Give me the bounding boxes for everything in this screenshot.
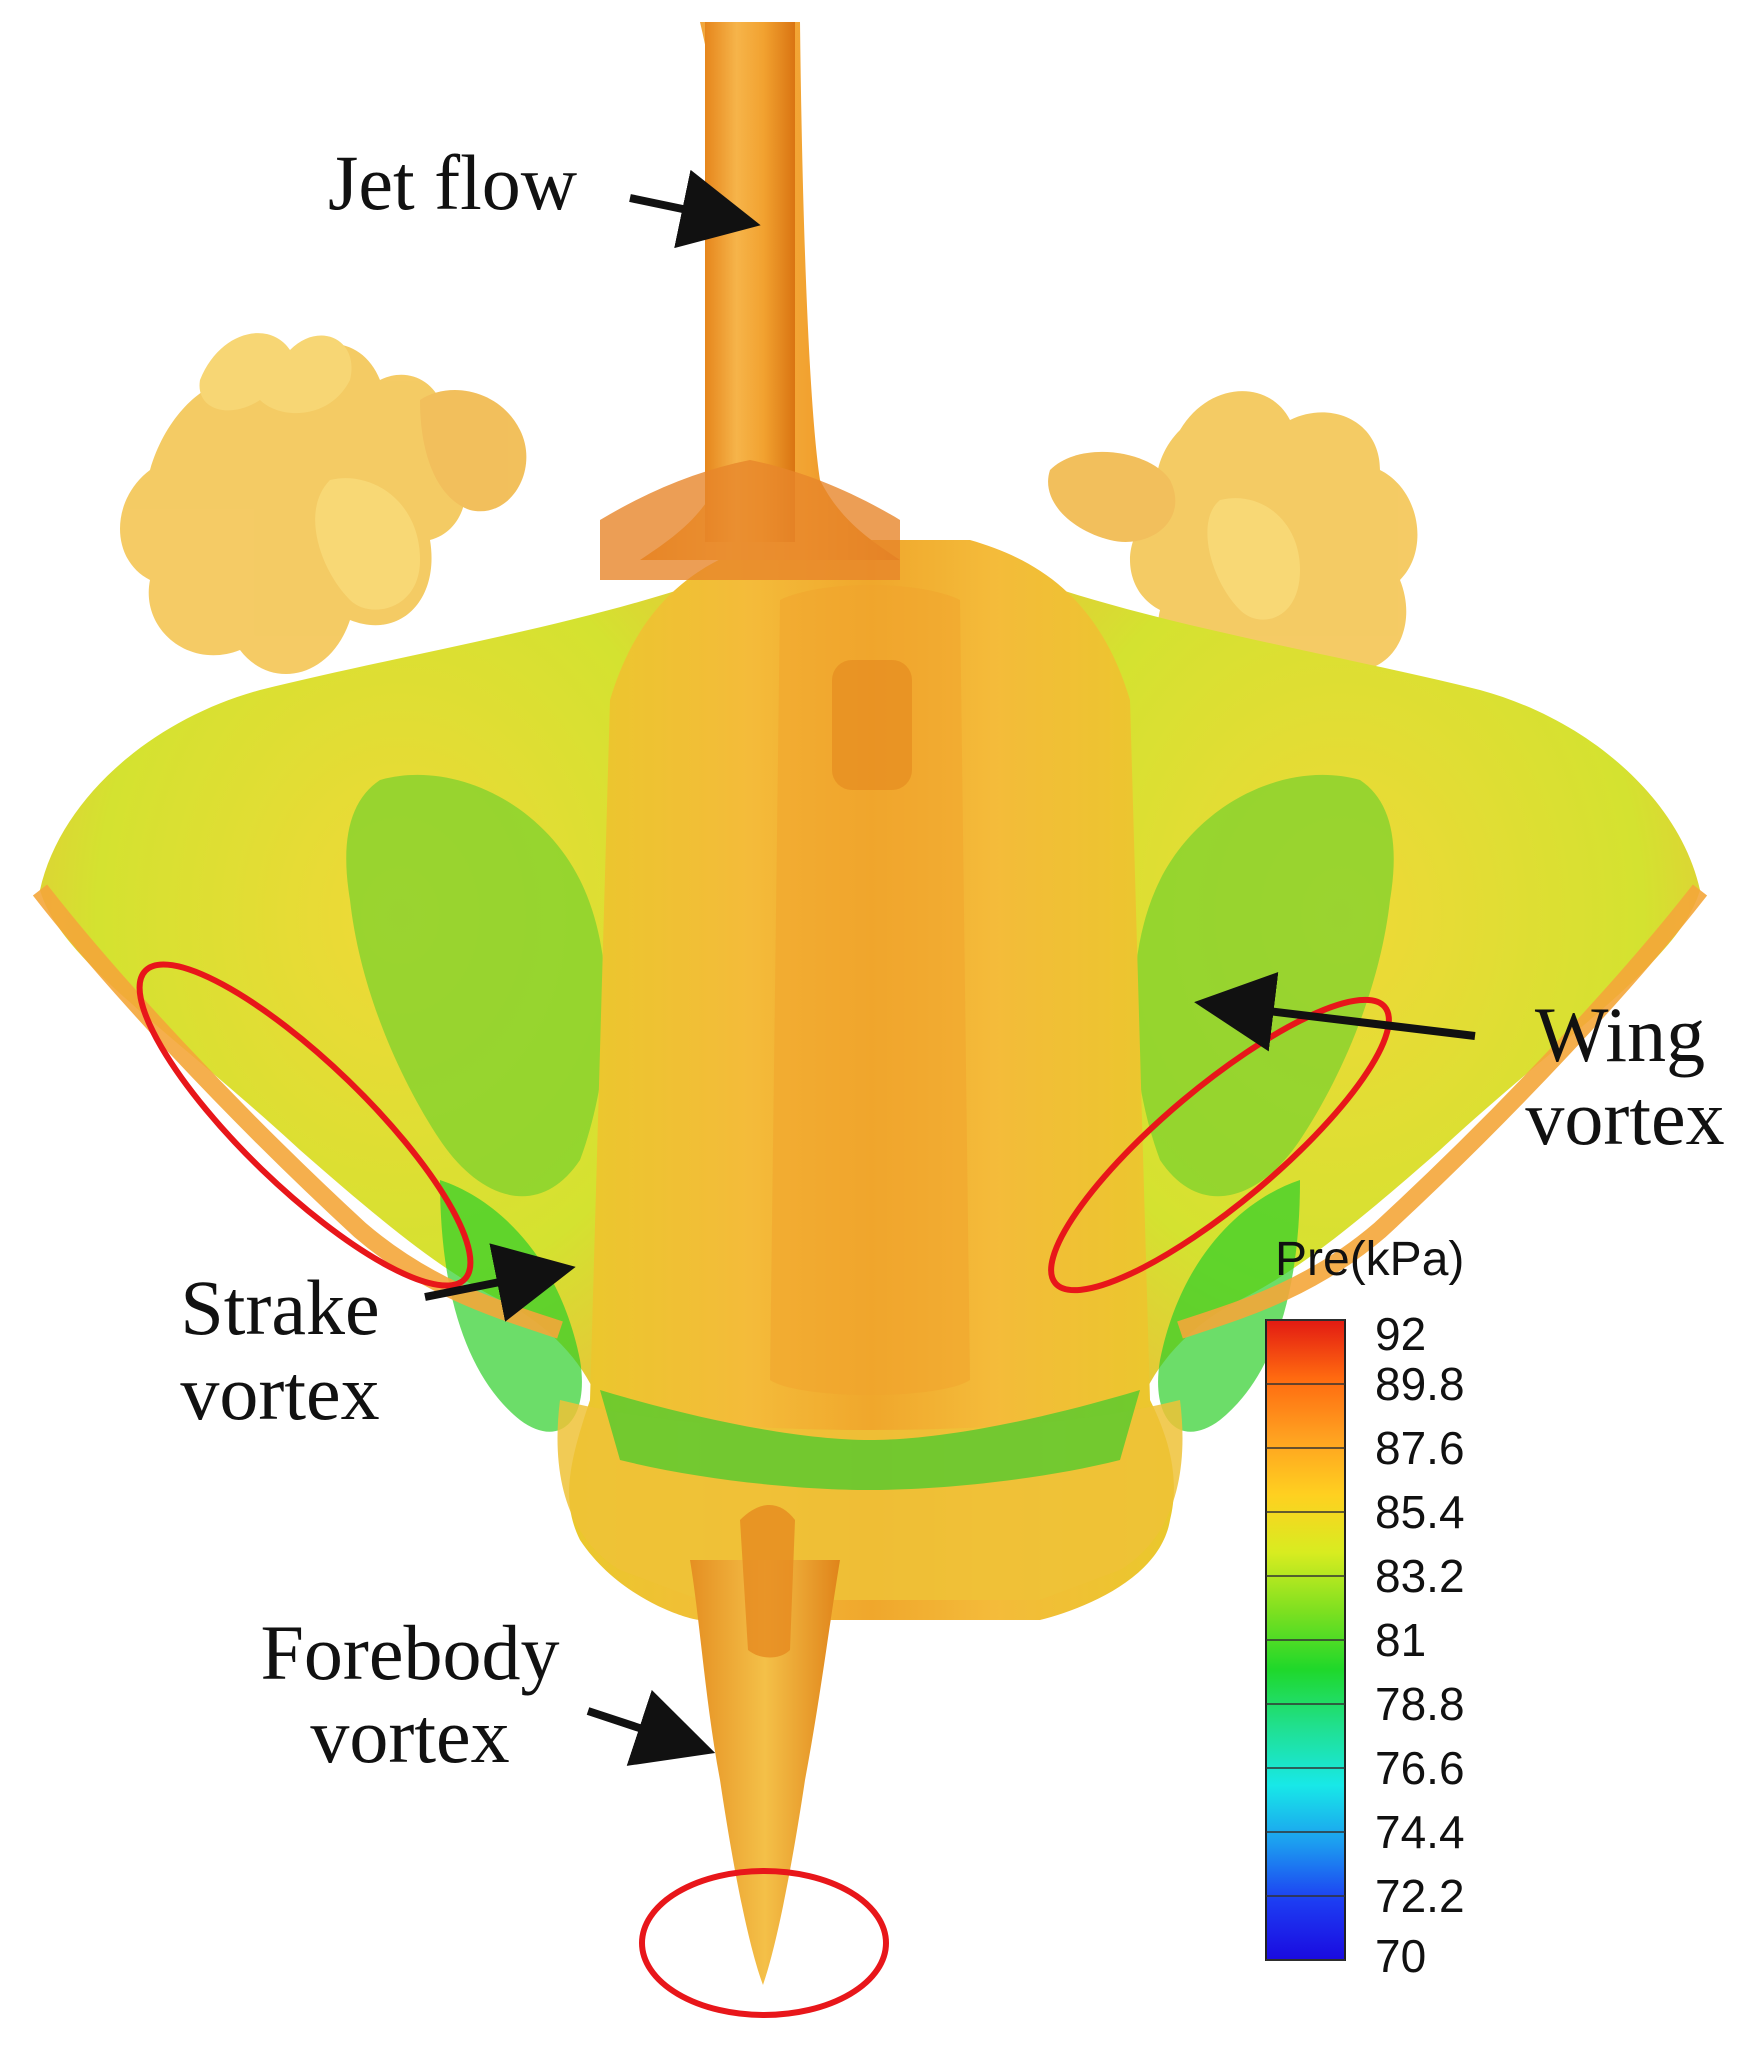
jet-nozzle-base [600, 460, 900, 580]
legend-tick-label: 92 [1375, 1308, 1427, 1360]
aircraft-render [32, 22, 1708, 2018]
forebody-nose [690, 1560, 840, 1985]
forebody-vortex-label: Forebody [260, 1609, 560, 1696]
strake-vortex-label-line2: vortex [180, 1349, 380, 1436]
spine-detail [832, 660, 912, 790]
left-strake-highlight-ellipse [136, 961, 474, 1289]
legend-tick-label: 70 [1375, 1930, 1427, 1982]
legend-tick-label: 83.2 [1375, 1550, 1465, 1602]
legend-tick-label: 78.8 [1375, 1678, 1465, 1730]
jet-flow-arrow [629, 169, 761, 249]
jet-flow-core [705, 22, 795, 542]
right-wing-highlight-ellipse [1048, 996, 1392, 1294]
fuselage-spine [770, 585, 970, 1395]
forebody-cockpit [740, 1505, 795, 1658]
forebody-vortex-arrow [586, 1689, 716, 1766]
annotation-arrows [424, 169, 1476, 1766]
left-leading-edge [32, 884, 563, 1339]
legend-tick-lines [1266, 1319, 1345, 1961]
forebody-vortex-label-line2: vortex [310, 1692, 510, 1779]
wing-vortex-arrow [1194, 971, 1476, 1052]
legend-tick-label: 89.8 [1375, 1358, 1465, 1410]
legend-tick-label: 76.6 [1375, 1742, 1465, 1794]
left-vortex-plume [120, 333, 527, 674]
left-wing-vortex-green [346, 774, 607, 1197]
right-leading-edge [1177, 884, 1708, 1339]
legend-title: Pre(kPa) [1275, 1233, 1465, 1286]
legend-tick-label: 87.6 [1375, 1422, 1465, 1474]
legend-tick-label: 72.2 [1375, 1870, 1465, 1922]
nose-tip-highlight-ellipse [639, 1868, 889, 2018]
jet-flow-label: Jet flow [328, 139, 578, 226]
wing-vortex-label: Wing [1534, 991, 1706, 1078]
inlet-green-band [600, 1390, 1140, 1490]
strake-vortex-label: Strake [180, 1264, 380, 1351]
legend-tick-label: 81 [1375, 1614, 1427, 1666]
legend-tick-label: 85.4 [1375, 1486, 1465, 1538]
legend-tick-label: 74.4 [1375, 1806, 1465, 1858]
strake-vortex-arrow [424, 1243, 576, 1322]
pressure-legend [1265, 1319, 1346, 1961]
wing-vortex-label-line2: vortex [1525, 1074, 1725, 1161]
